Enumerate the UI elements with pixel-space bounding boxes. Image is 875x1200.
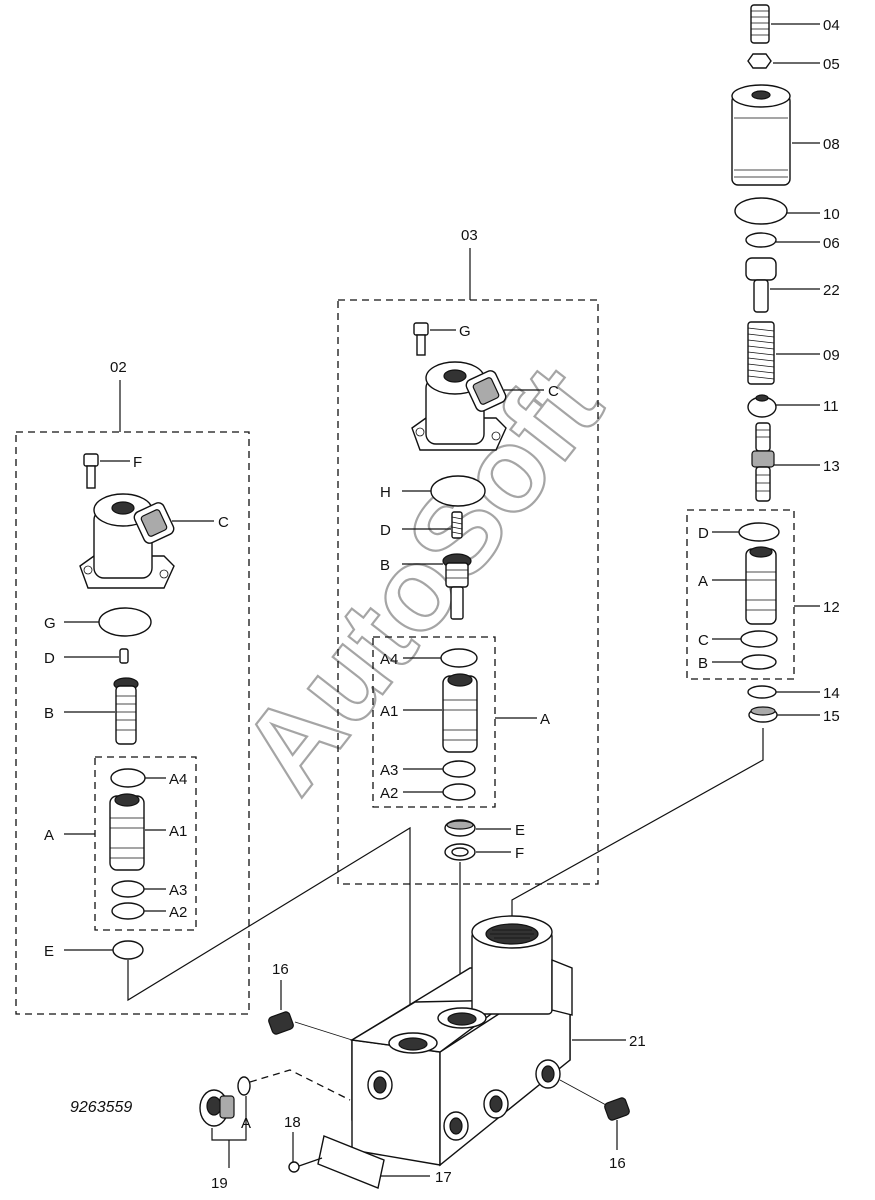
label-h-center: H (380, 484, 391, 501)
label-d-center: D (380, 522, 391, 539)
label-a1-left: A1 (169, 823, 187, 840)
bolt-f-left (83, 453, 99, 467)
seal-b-right (741, 654, 777, 670)
seal-a2-center (442, 783, 476, 801)
label-a-left: A (44, 827, 54, 844)
seal-d-right (738, 522, 780, 542)
label-12: 12 (823, 599, 840, 616)
screw-18: 18 (284, 1114, 323, 1173)
label-16-top: 16 (272, 961, 289, 978)
sleeve-a1-left (109, 793, 145, 871)
solenoid-c-left (79, 493, 175, 589)
spool-b-center (442, 553, 472, 620)
label-g-center: G (459, 323, 471, 340)
seal-c-right (740, 630, 778, 648)
label-06: 06 (823, 235, 840, 252)
label-a-center: A (540, 711, 550, 728)
label-b-left: B (44, 705, 54, 722)
plug-16-right: 16 (559, 1079, 630, 1172)
plug-19: 19 A (199, 1069, 351, 1192)
fitting-part (751, 422, 775, 502)
label-a1-center: A1 (380, 703, 398, 720)
group-box-12 (686, 509, 795, 680)
label-a4-center: A4 (380, 651, 398, 668)
sleeve-a-right (745, 546, 777, 625)
pin-d-left (119, 648, 129, 664)
label-f-center: F (515, 845, 524, 862)
seal-a3-center (442, 760, 476, 778)
label-a2-left: A2 (169, 904, 187, 921)
label-03: 03 (461, 227, 478, 244)
hex-nut-part (747, 53, 772, 69)
label-b-center: B (380, 557, 390, 574)
sleeve-a1-center (442, 673, 478, 753)
seal-e-left (112, 940, 144, 960)
label-c-left: C (218, 514, 229, 531)
label-13: 13 (823, 458, 840, 475)
label-d-left: D (44, 650, 55, 667)
label-g-left: G (44, 615, 56, 632)
seal-g-left (98, 607, 152, 637)
nameplate-17: 17 (317, 1135, 452, 1189)
group-box-a-left (94, 756, 197, 931)
plunger-part (745, 257, 777, 281)
drawing-number: 9263559 (70, 1099, 132, 1116)
label-c-center: C (548, 383, 559, 400)
label-a3-center: A3 (380, 762, 398, 779)
label-18: 18 (284, 1114, 301, 1131)
right-stack: 04 05 08 10 06 22 09 (511, 4, 840, 940)
label-04: 04 (823, 17, 840, 34)
left-group-02: 02 F C G D (15, 359, 411, 1040)
label-19: 19 (211, 1175, 228, 1192)
plug-16-left: 16 (268, 961, 353, 1041)
seal-h-center (430, 475, 486, 507)
label-e-center: E (515, 822, 525, 839)
cap-part (731, 94, 791, 186)
seal-a4-center (440, 648, 478, 668)
label-a4-left: A4 (169, 771, 187, 788)
valve-housing-21: 21 (349, 915, 646, 1167)
label-09: 09 (823, 347, 840, 364)
o-ring-a-bottom (237, 1076, 251, 1096)
label-05: 05 (823, 56, 840, 73)
label-a-bottom: A (241, 1115, 251, 1132)
seal-a2-left (111, 902, 145, 920)
o-ring-14 (747, 685, 777, 699)
bolt-g-center (413, 322, 429, 336)
label-16-bottom: 16 (609, 1155, 626, 1172)
label-17: 17 (435, 1169, 452, 1186)
seal-a3-left (111, 880, 145, 898)
group-box-a-center (372, 636, 496, 808)
label-11: 11 (823, 398, 839, 415)
o-ring-06 (745, 232, 777, 248)
label-08: 08 (823, 136, 840, 153)
spring-part (747, 321, 775, 385)
label-14: 14 (823, 685, 840, 702)
label-15: 15 (823, 708, 840, 725)
center-group-03: 03 G C H D (337, 227, 599, 1015)
set-screw-part (750, 4, 770, 44)
seal-a4-left (110, 768, 146, 788)
label-d-right: D (698, 525, 709, 542)
label-b-right: B (698, 655, 708, 672)
group-box-03 (337, 299, 599, 885)
spool-b-left (113, 677, 139, 745)
label-e-left: E (44, 943, 54, 960)
label-10: 10 (823, 206, 840, 223)
label-a3-left: A3 (169, 882, 187, 899)
watermark: AutoSoft (216, 342, 627, 816)
solenoid-c-center (411, 361, 507, 451)
label-a-right: A (698, 573, 708, 590)
label-a2-center: A2 (380, 785, 398, 802)
o-ring-10 (734, 197, 788, 225)
label-21: 21 (629, 1033, 646, 1050)
label-02: 02 (110, 359, 127, 376)
label-f-left: F (133, 454, 142, 471)
label-22: 22 (823, 282, 840, 299)
label-c-right: C (698, 632, 709, 649)
group-box-02 (15, 431, 250, 1015)
